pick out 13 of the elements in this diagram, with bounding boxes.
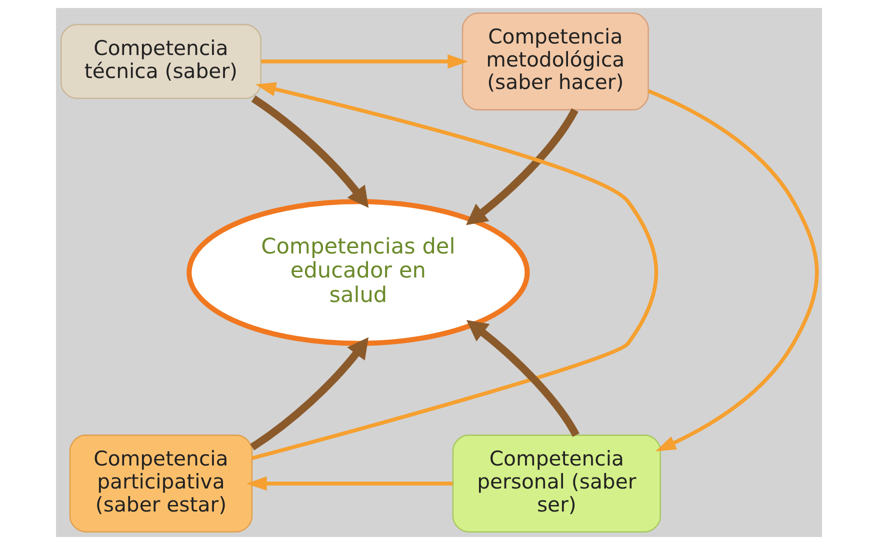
node-box: Competencia metodológica (saber hacer)	[462, 12, 649, 110]
arrow	[251, 95, 369, 208]
node-box: Competencia personal (saber ser)	[452, 434, 661, 533]
arrow	[261, 54, 468, 69]
arrow	[466, 108, 578, 226]
arrow	[648, 89, 819, 452]
arrow	[466, 320, 580, 437]
arrow	[250, 337, 369, 450]
arrow	[246, 476, 453, 491]
node-box: Competencia participativa (saber estar)	[69, 434, 253, 533]
node-box: Competencia técnica (saber)	[60, 24, 262, 99]
node-ellipse: Competencias del educador en salud	[186, 199, 530, 346]
arrow	[252, 82, 658, 460]
